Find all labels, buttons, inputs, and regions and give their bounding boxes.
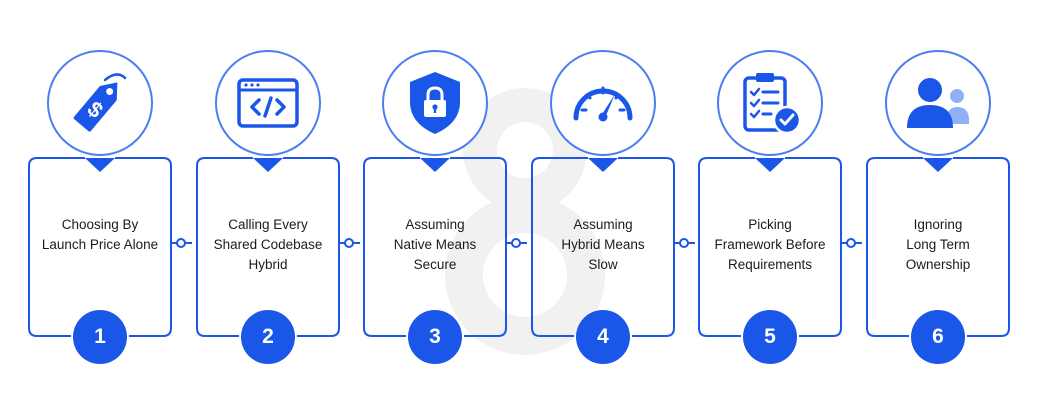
step-number-badge: 1 <box>94 325 106 348</box>
connector-link <box>170 238 192 248</box>
step-frame <box>196 50 340 364</box>
step-label: Picking Framework Before Requirements <box>714 217 826 272</box>
step-6: Ignoring Long Term Ownership 6 <box>853 0 1023 420</box>
price-tag-icon: $ <box>57 60 143 146</box>
step-number-badge: 2 <box>262 325 274 348</box>
step-label: Assuming Hybrid Means Slow <box>561 217 645 272</box>
step-frame <box>866 50 1010 364</box>
connector-link <box>505 238 527 248</box>
step-1: $ Choosing By Launch Price Alone 1 <box>15 0 185 420</box>
shield-lock-icon <box>392 60 478 146</box>
speedometer-icon <box>560 60 646 146</box>
step-number-badge: 6 <box>932 325 944 348</box>
step-number-badge: 4 <box>597 325 609 348</box>
connector-link <box>673 238 695 248</box>
connector-link <box>338 238 360 248</box>
step-label: Choosing By Launch Price Alone <box>41 217 159 252</box>
users-icon <box>895 60 981 146</box>
clipboard-check-icon <box>727 60 813 146</box>
step-3: Assuming Native Means Secure 3 <box>350 0 520 420</box>
step-label: Assuming Native Means Secure <box>393 217 477 272</box>
step-number-badge: 3 <box>429 325 441 348</box>
step-5: Picking Framework Before Requirements 5 <box>685 0 855 420</box>
step-number-badge: 5 <box>764 325 776 348</box>
connector-link <box>840 238 862 248</box>
step-label: Calling Every Shared Codebase Hybrid <box>213 217 323 272</box>
step-2: Calling Every Shared Codebase Hybrid 2 <box>183 0 353 420</box>
code-window-icon <box>225 60 311 146</box>
step-label: Ignoring Long Term Ownership <box>905 217 971 272</box>
step-frame <box>531 50 675 364</box>
step-4: Assuming Hybrid Means Slow 4 <box>518 0 688 420</box>
